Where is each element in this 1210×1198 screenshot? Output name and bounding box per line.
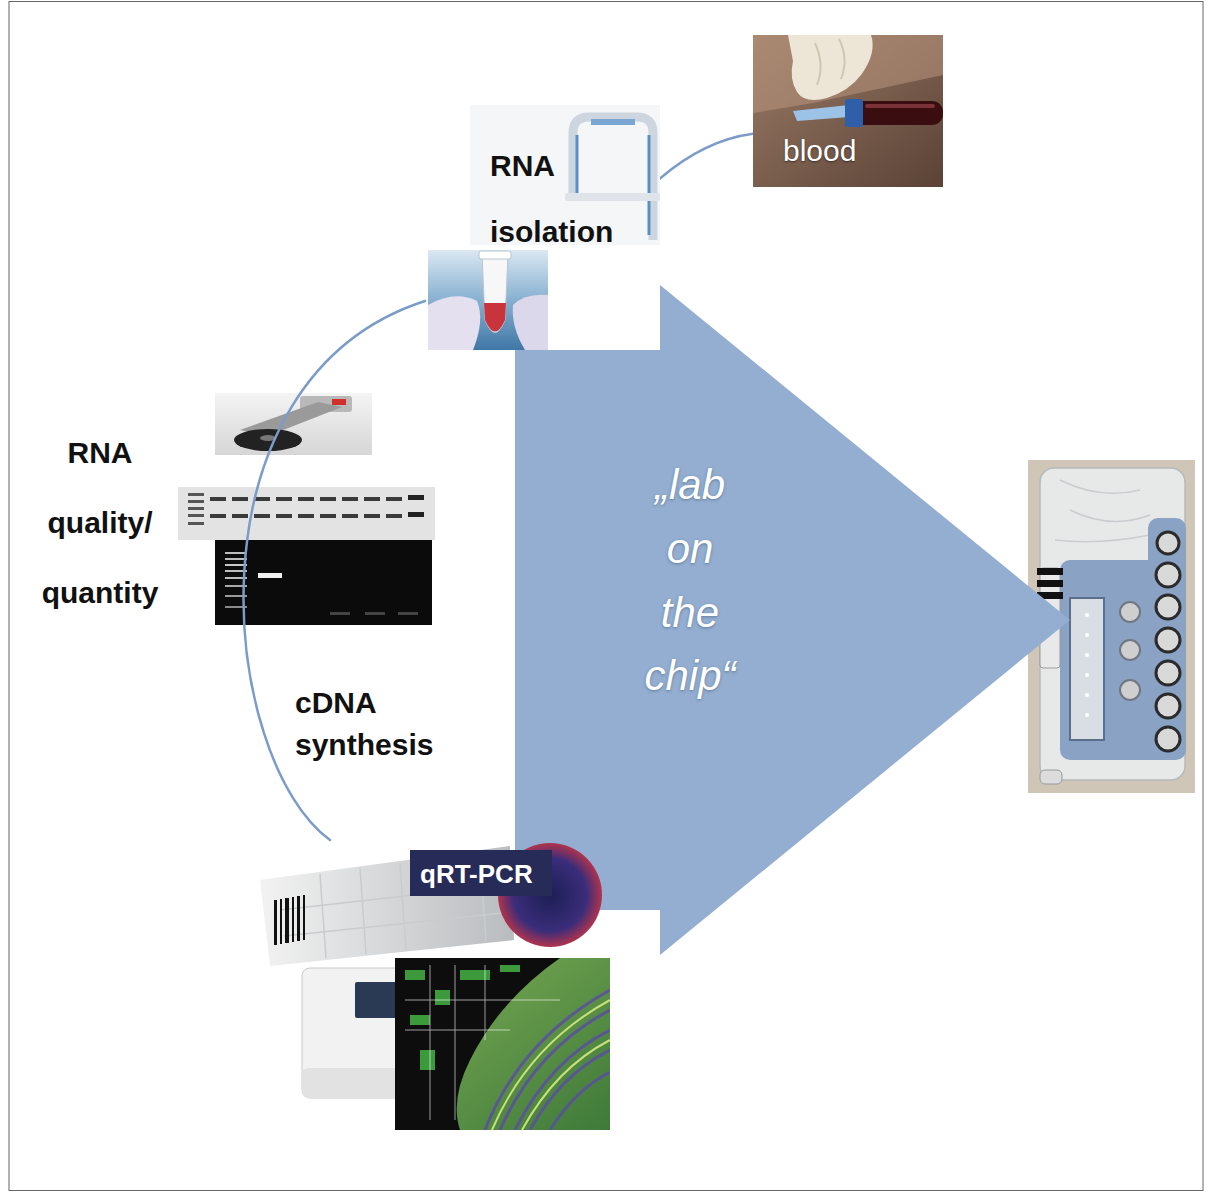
arrow-shape: „lab on the chip“: [515, 285, 1070, 955]
frame: [9, 2, 1203, 1191]
flow-curve: [660, 134, 753, 179]
label-slot: RNA quality/ quantity: [20, 418, 180, 628]
node-text: RNA isolation: [490, 133, 640, 265]
photo-node: qRT-PCR: [260, 840, 610, 1130]
node-text: blood: [783, 133, 923, 169]
block-arrow: [515, 285, 1070, 955]
gel-strip: [178, 487, 435, 540]
node-text: qRT-PCR: [420, 858, 548, 892]
label-slot: cDNA synthesis: [295, 682, 455, 766]
gel-image: [215, 540, 432, 625]
node-text: „lab on the chip“: [633, 453, 747, 708]
step-label: cDNA synthesis: [295, 682, 455, 766]
step-label: RNA quality/ quantity: [20, 418, 180, 628]
photo-node: RNA isolation: [425, 105, 660, 350]
photo-node: blood: [753, 35, 943, 187]
